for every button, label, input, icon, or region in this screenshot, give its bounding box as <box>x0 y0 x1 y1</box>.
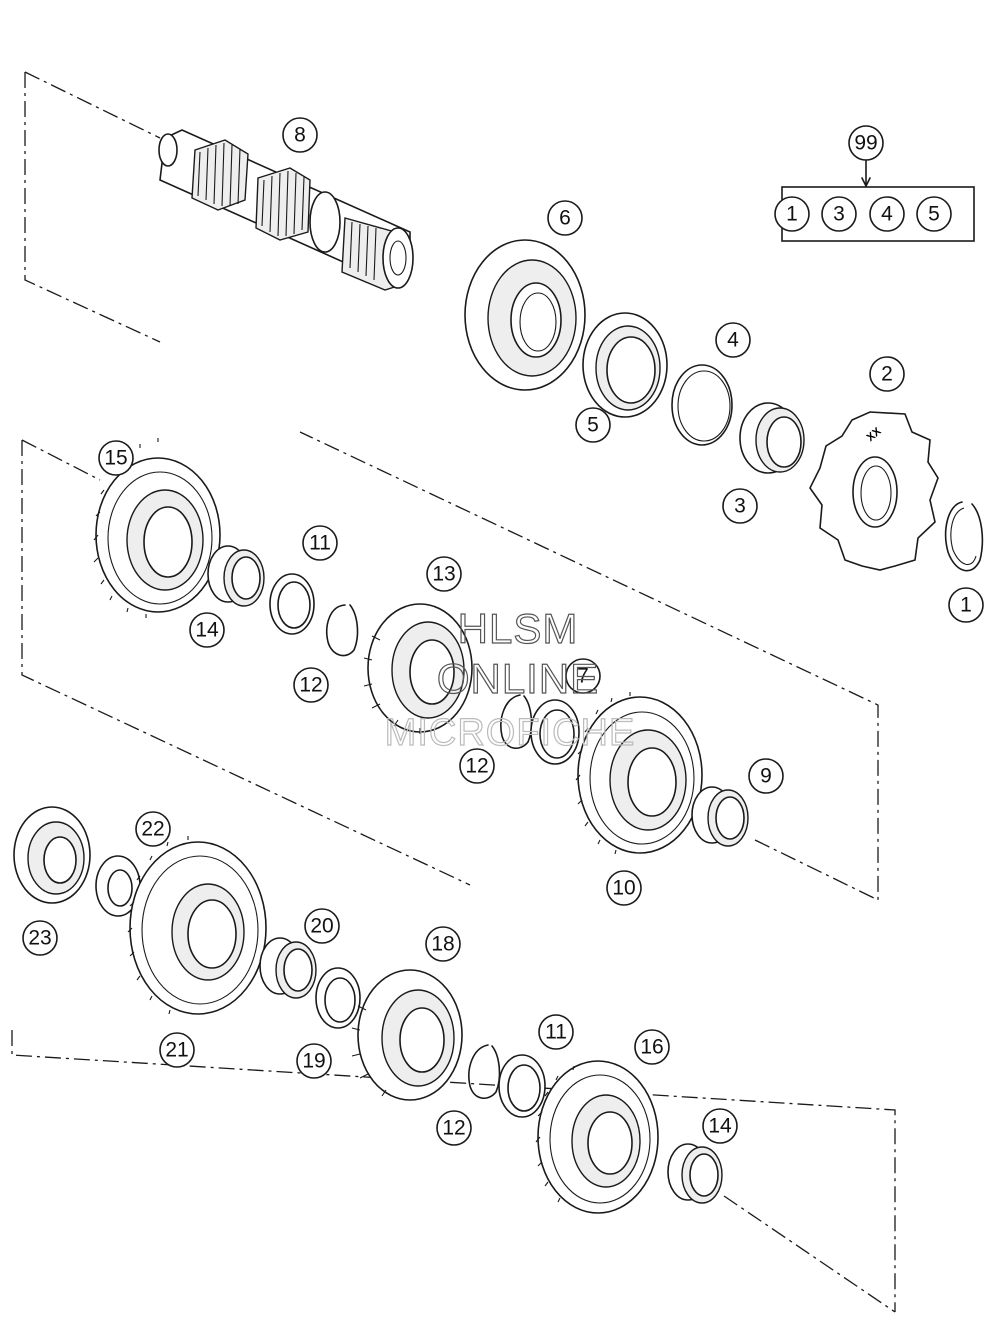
callout-23[interactable]: 23 <box>22 920 58 956</box>
washer-19 <box>315 967 361 1029</box>
bushing-14a <box>207 545 265 607</box>
kit-item-1[interactable]: 1 <box>774 196 810 232</box>
svg-text:18: 18 <box>431 933 454 956</box>
svg-text:11: 11 <box>309 532 331 555</box>
svg-text:21: 21 <box>165 1039 188 1062</box>
watermark-line-1: HLSM <box>458 605 579 652</box>
bushing-14b <box>667 1143 723 1204</box>
callout-12a[interactable]: 12 <box>293 667 329 703</box>
svg-text:9: 9 <box>760 765 772 788</box>
output-shaft <box>158 129 414 291</box>
o-ring-4 <box>671 364 733 446</box>
bushing-20 <box>259 937 317 999</box>
gear-18 <box>351 969 463 1101</box>
watermark-line-2: ONLINE <box>437 655 599 702</box>
svg-text:15: 15 <box>104 447 127 470</box>
svg-text:1: 1 <box>786 203 798 226</box>
svg-text:22: 22 <box>141 818 164 841</box>
svg-text:10: 10 <box>612 877 635 900</box>
svg-text:19: 19 <box>302 1050 325 1073</box>
callout-99[interactable]: 99 <box>848 125 884 161</box>
watermark: HLSM ONLINE MICROFICHE <box>384 604 636 754</box>
svg-text:1: 1 <box>960 594 972 617</box>
watermark-line-3: MICROFICHE <box>385 712 636 754</box>
gear-13 <box>363 603 473 734</box>
svg-text:14: 14 <box>195 619 219 642</box>
svg-text:13: 13 <box>432 563 455 586</box>
svg-text:12: 12 <box>465 755 488 778</box>
svg-text:5: 5 <box>587 414 599 437</box>
svg-text:4: 4 <box>881 203 893 226</box>
bushing-9 <box>691 786 749 847</box>
kit-item-3[interactable]: 3 <box>821 196 857 232</box>
svg-text:14: 14 <box>708 1115 732 1138</box>
callout-6[interactable]: 6 <box>547 200 583 236</box>
svg-text:12: 12 <box>299 674 322 697</box>
callout-7[interactable]: 7 <box>565 658 601 694</box>
svg-text:3: 3 <box>833 203 845 226</box>
svg-text:99: 99 <box>854 132 877 155</box>
washer-11b <box>498 1054 546 1118</box>
callout-14b[interactable]: 14 <box>702 1108 738 1144</box>
gear-15 <box>93 438 221 618</box>
svg-text:20: 20 <box>310 915 333 938</box>
callout-4[interactable]: 4 <box>715 322 751 358</box>
svg-text:6: 6 <box>559 207 571 230</box>
callout-21[interactable]: 21 <box>159 1032 195 1068</box>
callout-22[interactable]: 22 <box>135 811 171 847</box>
washer-11a <box>269 573 315 635</box>
kit-item-4[interactable]: 4 <box>869 196 905 232</box>
callout-18[interactable]: 18 <box>425 926 461 962</box>
front-sprocket: XX <box>809 411 939 571</box>
callout-12c[interactable]: 12 <box>436 1110 472 1146</box>
callout-3[interactable]: 3 <box>722 488 758 524</box>
callout-14a[interactable]: 14 <box>189 612 225 648</box>
circlip-1 <box>944 501 984 572</box>
washer-7 <box>530 699 580 765</box>
callout-11a[interactable]: 11 <box>302 525 338 561</box>
callout-13[interactable]: 13 <box>426 556 462 592</box>
clip-12c <box>468 1044 501 1099</box>
callout-9[interactable]: 9 <box>748 758 784 794</box>
callout-8[interactable]: 8 <box>282 117 318 153</box>
svg-text:7: 7 <box>577 665 589 688</box>
svg-text:23: 23 <box>28 927 51 950</box>
callout-15[interactable]: 15 <box>98 440 134 476</box>
callout-11b[interactable]: 11 <box>538 1014 574 1050</box>
svg-text:4: 4 <box>727 329 739 352</box>
kit-item-5[interactable]: 5 <box>916 196 952 232</box>
svg-text:3: 3 <box>734 495 746 518</box>
callout-20[interactable]: 20 <box>304 908 340 944</box>
callout-2[interactable]: 2 <box>869 356 905 392</box>
bearing-23 <box>13 806 91 904</box>
assembly-frames <box>11 71 896 1313</box>
callout-19[interactable]: 19 <box>296 1043 332 1079</box>
gear-10 <box>575 692 703 855</box>
callout-1[interactable]: 1 <box>948 587 984 623</box>
seal-5 <box>582 312 668 418</box>
svg-text:12: 12 <box>442 1117 465 1140</box>
svg-text:8: 8 <box>294 124 306 147</box>
clip-12a <box>326 604 359 657</box>
clip-12b <box>500 694 533 749</box>
svg-text:5: 5 <box>928 203 940 226</box>
callout-5[interactable]: 5 <box>575 407 611 443</box>
callout-10[interactable]: 10 <box>606 870 642 906</box>
callout-16[interactable]: 16 <box>634 1029 670 1065</box>
bushing-3 <box>739 402 805 474</box>
svg-text:16: 16 <box>640 1036 663 1059</box>
gear-16 <box>535 1060 659 1214</box>
gear-21 <box>127 836 267 1015</box>
svg-text:2: 2 <box>881 363 893 386</box>
callout-12b[interactable]: 12 <box>459 748 495 784</box>
bearing-6 <box>464 239 586 391</box>
svg-text:11: 11 <box>545 1021 567 1044</box>
